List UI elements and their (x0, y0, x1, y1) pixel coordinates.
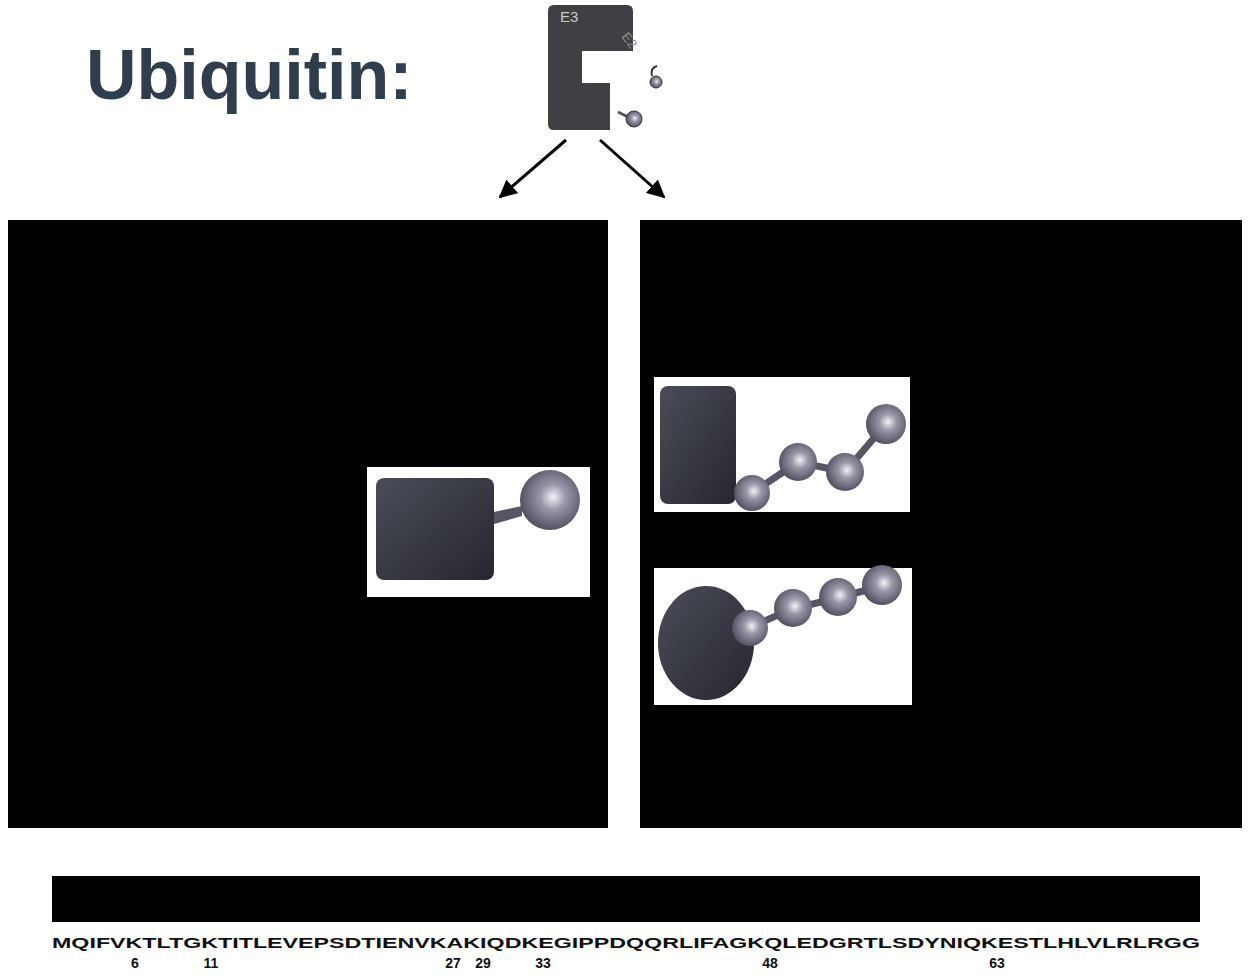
illustration-inset (367, 467, 590, 597)
ubiquitin-symbol (732, 610, 768, 646)
ubiquitin-symbol (866, 404, 906, 444)
residue-number: 48 (762, 956, 778, 970)
panel-background (640, 220, 1242, 828)
residue-number: 63 (989, 956, 1005, 970)
e3-shape (548, 5, 633, 130)
sequence-bar (52, 876, 1200, 922)
node-label: E3 (560, 9, 578, 24)
pathway-arrow (500, 140, 566, 197)
isopeptide-link (494, 506, 522, 524)
residue-number: 27 (445, 956, 461, 970)
ubiquitin-symbol (826, 453, 864, 491)
ubiquitin-symbol (626, 111, 642, 127)
panel-background (8, 220, 608, 828)
pathway-arrow (600, 140, 664, 197)
residue-number: 6 (131, 956, 139, 970)
ubiquitin-symbol (862, 565, 902, 605)
ubiquitin-symbol (734, 475, 770, 511)
node-label: E2 (619, 30, 639, 51)
ubiquitin-symbol (779, 443, 817, 481)
substrate-protein (376, 478, 494, 580)
ubiquitin-symbol (819, 578, 857, 616)
chain-link (748, 586, 882, 630)
slide-title: Ubiquitin: (86, 40, 413, 110)
ubiquitin-tail (652, 66, 657, 76)
illustration-inset (654, 377, 910, 512)
substrate-protein (658, 586, 754, 700)
ubiquitin-symbol (520, 470, 580, 530)
amino-acid-sequence: MQIFVKTLTGKTITLEVEPSDTIENVKAKIQDKEGIPPDQ… (52, 935, 1200, 950)
residue-number: 33 (535, 956, 551, 970)
ubiquitin-symbol (650, 76, 662, 88)
residue-number: 11 (204, 956, 219, 970)
enzyme-e3: E3 (548, 5, 633, 130)
ubiquitin-symbol (774, 589, 812, 627)
residue-number: 29 (475, 956, 491, 970)
substrate-protein (660, 386, 736, 504)
